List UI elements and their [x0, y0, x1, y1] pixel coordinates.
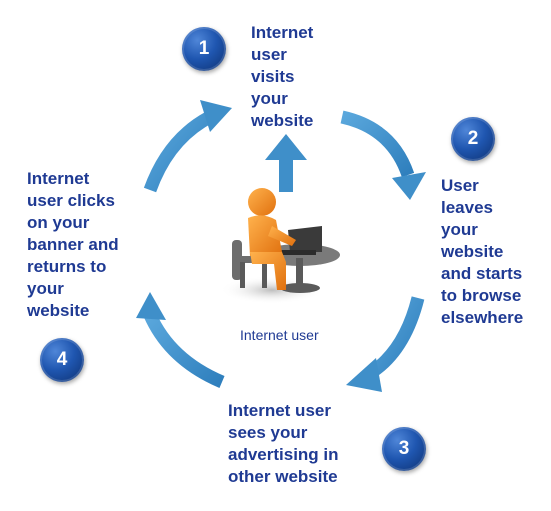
arrow-head-left — [136, 292, 166, 320]
arrow-head-top-left — [200, 100, 232, 132]
step-4-line: your — [27, 279, 64, 298]
center-up-arrow-head — [265, 134, 307, 160]
step-2-line: your — [441, 220, 478, 239]
arrow-arc-right-to-bottom — [368, 296, 425, 378]
step-2-text: User leaves your website and starts to b… — [441, 175, 523, 329]
step-4-line: returns to — [27, 257, 107, 276]
step-2-line: leaves — [441, 198, 493, 217]
step-2-line: to browse — [441, 286, 522, 305]
step-3-badge: 3 — [382, 427, 426, 471]
step-1-text: Internet user visits your website — [251, 22, 313, 132]
step-3-line: sees your — [228, 423, 308, 442]
step-2-line: User — [441, 176, 479, 195]
arrow-head-bottom — [346, 358, 382, 392]
center-up-arrow-shaft — [279, 158, 293, 192]
step-1-line: Internet — [251, 23, 314, 42]
arrow-arc-bottom-to-left — [144, 312, 225, 388]
arrow-arc-top-to-right — [340, 110, 415, 178]
step-4-line: website — [27, 301, 90, 320]
step-3-line: Internet user — [228, 401, 331, 420]
step-4-line: user clicks — [27, 191, 115, 210]
step-1-line: visits — [251, 67, 295, 86]
step-4-line: banner and — [27, 235, 119, 254]
step-2-badge: 2 — [451, 117, 495, 161]
step-4-line: on your — [27, 213, 90, 232]
step-2-line: website — [441, 242, 504, 261]
step-3-text: Internet user sees your advertising in o… — [228, 400, 339, 488]
step-2-line: and starts — [441, 264, 523, 283]
person-at-laptop-icon — [220, 188, 340, 304]
step-4-text: Internet user clicks on your banner and … — [27, 168, 119, 322]
arrow-arc-left-to-top — [143, 112, 212, 193]
arrow-head-right — [392, 172, 426, 200]
step-1-line: website — [251, 111, 314, 130]
step-1-line: user — [251, 45, 287, 64]
center-caption: Internet user — [240, 327, 319, 343]
step-3-line: other website — [228, 467, 338, 486]
step-3-line: advertising in — [228, 445, 339, 464]
step-1-badge: 1 — [182, 27, 226, 71]
step-1-line: your — [251, 89, 288, 108]
step-4-badge: 4 — [40, 338, 84, 382]
step-2-line: elsewhere — [441, 308, 524, 327]
step-4-line: Internet — [27, 169, 90, 188]
